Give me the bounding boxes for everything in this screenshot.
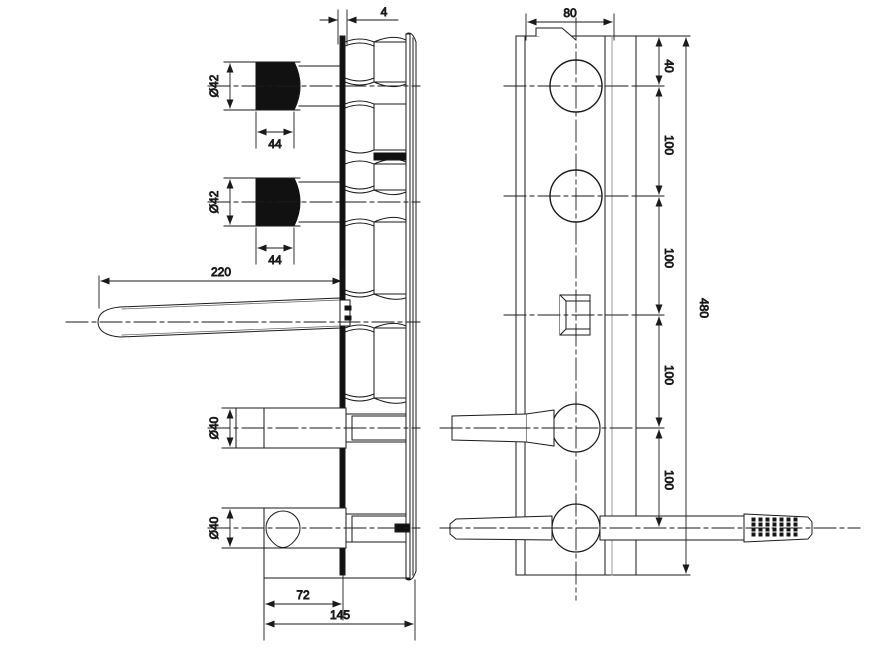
dim-label-d40-upper: Ø40: [207, 416, 221, 439]
dim-label-220: 220: [211, 265, 231, 279]
dim-label-4: 4: [381, 5, 388, 19]
dim-label-480: 480: [697, 298, 711, 318]
side-view-dimensions: Ø42 44 Ø42 44 220: [98, 5, 416, 641]
front-elevation-view: [439, 17, 861, 601]
dim-label-d42-lower: Ø42: [207, 190, 221, 213]
bath-spout: [97, 297, 352, 338]
dim-d42-upper: Ø42: [207, 61, 301, 111]
dim-220: 220: [98, 265, 344, 309]
dim-label-d40-lower: Ø40: [207, 516, 221, 539]
dim-label-d42-upper: Ø42: [207, 74, 221, 97]
dim-100-a: 100: [655, 87, 676, 195]
upper-control-handle: [255, 36, 407, 111]
dim-100-d: 100: [655, 429, 676, 527]
dim-label-44-upper: 44: [268, 137, 282, 151]
dim-d40-lower: Ø40: [207, 507, 269, 549]
dim-d40-upper: Ø40: [207, 407, 269, 449]
dim-480: 480: [682, 37, 711, 574]
dim-44-upper: 44: [255, 111, 295, 151]
dim-label-100-c: 100: [662, 365, 676, 385]
dim-4: 4: [319, 5, 399, 45]
dim-label-80: 80: [563, 6, 577, 20]
dim-44-lower: 44: [255, 227, 295, 267]
front-view-dimensions: 80 40 100 100 100 100: [525, 6, 711, 576]
dim-label-100-a: 100: [662, 135, 676, 155]
dim-40: 40: [655, 37, 676, 85]
dim-label-44-lower: 44: [268, 253, 282, 267]
dim-d42-lower: Ø42: [207, 177, 301, 227]
side-section-view: [65, 32, 421, 581]
valve-cartridge-middle: [344, 216, 407, 404]
dim-label-100-d: 100: [662, 470, 676, 490]
dim-80: 80: [525, 6, 615, 41]
dim-145: 145: [263, 549, 416, 641]
dim-label-40: 40: [662, 59, 676, 73]
lower-control-handle: [255, 100, 407, 227]
center-lines-side: [65, 85, 421, 529]
dim-label-145: 145: [330, 608, 350, 622]
center-lines-front: [439, 17, 861, 601]
dim-label-100-b: 100: [662, 248, 676, 268]
hand-shower-holder: [263, 507, 411, 579]
dim-label-72: 72: [296, 588, 310, 602]
top-tab: [535, 27, 577, 41]
dim-100-c: 100: [655, 316, 676, 427]
concealed-valve-body: [405, 32, 417, 581]
dim-100-b: 100: [655, 197, 676, 314]
